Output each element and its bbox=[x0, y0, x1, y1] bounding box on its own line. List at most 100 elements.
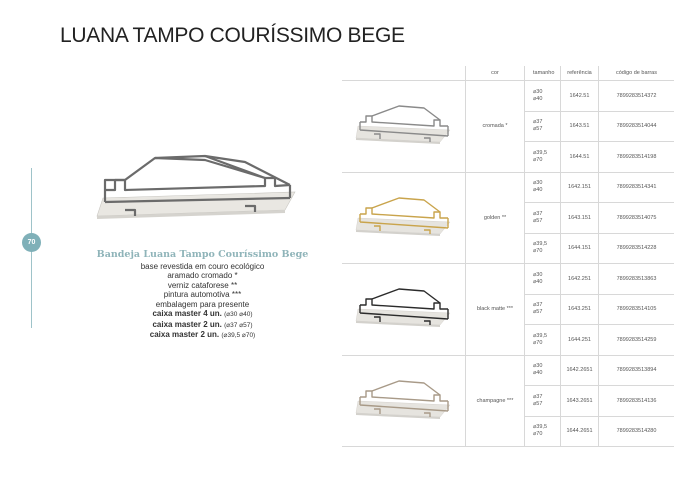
tamanho-value: ⌀30 bbox=[533, 363, 543, 370]
desc-line: pintura automotiva *** bbox=[163, 290, 242, 299]
referencia-cell: 1643.51 bbox=[560, 111, 599, 142]
tamanho-cell: ⌀30⌀40 bbox=[524, 355, 561, 386]
referencia-cell: 1644.2651 bbox=[560, 416, 599, 447]
codigo-cell: 7899283514372 bbox=[598, 80, 674, 112]
cor-cell: champagne *** bbox=[465, 355, 525, 447]
tamanho-value: ⌀57 bbox=[533, 217, 543, 224]
referencia-cell: 1644.51 bbox=[560, 141, 599, 173]
tamanho-value: ⌀57 bbox=[533, 400, 543, 407]
page-number-badge: 70 bbox=[22, 233, 41, 252]
tamanho-value: ⌀30 bbox=[533, 88, 543, 95]
cor-cell: black matte *** bbox=[465, 263, 525, 356]
product-name: Bandeja Luana Tampo Couríssimo Bege bbox=[96, 249, 309, 260]
tamanho-value: ⌀40 bbox=[533, 95, 543, 102]
header-cor: cor bbox=[465, 66, 525, 81]
tamanho-value: ⌀39,5 bbox=[533, 241, 548, 248]
table-header-row: cor tamanho referência código de barras bbox=[342, 66, 674, 81]
header-tamanho: tamanho bbox=[524, 66, 561, 81]
tamanho-value: ⌀40 bbox=[533, 370, 543, 377]
tamanho-value: ⌀30 bbox=[533, 271, 543, 278]
codigo-cell: 7899283514341 bbox=[598, 172, 674, 203]
tamanho-cell: ⌀30⌀40 bbox=[524, 172, 561, 203]
codigo-cell: 7899283514259 bbox=[598, 324, 674, 356]
spec-table: cor tamanho referência código de barras … bbox=[342, 66, 674, 447]
tamanho-value: ⌀57 bbox=[533, 309, 543, 316]
codigo-cell: 7899283514136 bbox=[598, 385, 674, 417]
tamanho-value: ⌀40 bbox=[533, 278, 543, 285]
cor-cell: cromada * bbox=[465, 80, 525, 173]
tamanho-cell: ⌀30⌀40 bbox=[524, 263, 561, 295]
tamanho-value: ⌀37 bbox=[533, 119, 543, 126]
referencia-cell: 1644.151 bbox=[560, 233, 599, 264]
cor-cell: golden ** bbox=[465, 172, 525, 264]
tamanho-value: ⌀70 bbox=[533, 248, 543, 255]
codigo-cell: 7899283514075 bbox=[598, 202, 674, 234]
tamanho-cell: ⌀37⌀57 bbox=[524, 385, 561, 417]
tamanho-value: ⌀39,5 bbox=[533, 149, 548, 156]
tamanho-value: ⌀70 bbox=[533, 431, 543, 438]
desc-line: embalagem para presente bbox=[155, 299, 250, 309]
referencia-cell: 1642.251 bbox=[560, 263, 599, 295]
referencia-cell: 1642.151 bbox=[560, 172, 599, 203]
tray-image bbox=[355, 380, 450, 419]
referencia-cell: 1642.51 bbox=[560, 80, 599, 112]
product-description: Bandeja Luana Tampo Couríssimo Bege base… bbox=[90, 250, 315, 341]
tamanho-value: ⌀39,5 bbox=[533, 332, 548, 339]
tamanho-value: ⌀57 bbox=[533, 126, 543, 133]
tamanho-value: ⌀39,5 bbox=[533, 424, 548, 431]
tamanho-cell: ⌀39,5⌀70 bbox=[524, 324, 561, 356]
tamanho-cell: ⌀39,5⌀70 bbox=[524, 233, 561, 264]
header-referencia: referência bbox=[560, 66, 599, 81]
tamanho-value: ⌀30 bbox=[533, 180, 543, 187]
tamanho-cell: ⌀37⌀57 bbox=[524, 202, 561, 234]
referencia-cell: 1642.2651 bbox=[560, 355, 599, 386]
tamanho-value: ⌀70 bbox=[533, 339, 543, 346]
tamanho-value: ⌀40 bbox=[533, 187, 543, 194]
tray-image bbox=[355, 197, 450, 236]
referencia-cell: 1644.251 bbox=[560, 324, 599, 356]
referencia-cell: 1643.151 bbox=[560, 202, 599, 234]
tamanho-value: ⌀37 bbox=[533, 210, 543, 217]
codigo-cell: 7899283514105 bbox=[598, 294, 674, 325]
codigo-cell: 7899283514198 bbox=[598, 141, 674, 173]
desc-line: base revestida em couro ecológico bbox=[140, 261, 265, 271]
page-title: LUANA TAMPO COURÍSSIMO BEGE bbox=[60, 24, 405, 47]
tamanho-value: ⌀37 bbox=[533, 302, 543, 309]
tray-image bbox=[355, 105, 450, 145]
tamanho-cell: ⌀37⌀57 bbox=[524, 294, 561, 325]
tamanho-value: ⌀70 bbox=[533, 156, 543, 163]
box-line: caixa master 2 un. (⌀37 ⌀57) bbox=[152, 319, 253, 329]
tamanho-cell: ⌀37⌀57 bbox=[524, 111, 561, 142]
desc-line: aramado cromado * bbox=[167, 271, 238, 280]
tray-thumbnail bbox=[342, 355, 466, 447]
tamanho-cell: ⌀30⌀40 bbox=[524, 80, 561, 112]
header-codigo: código de barras bbox=[598, 66, 674, 81]
tray-image bbox=[355, 288, 450, 328]
tray-main-image bbox=[96, 154, 296, 219]
referencia-cell: 1643.2651 bbox=[560, 385, 599, 417]
box-line: caixa master 4 un. (⌀30 ⌀40) bbox=[152, 309, 253, 318]
codigo-cell: 7899283513894 bbox=[598, 355, 674, 386]
tray-thumbnail bbox=[342, 263, 466, 356]
desc-line: verniz cataforese ** bbox=[167, 280, 238, 290]
tamanho-cell: ⌀39,5⌀70 bbox=[524, 141, 561, 173]
box-line: caixa master 2 un. (⌀39,5 ⌀70) bbox=[149, 330, 256, 339]
tamanho-cell: ⌀39,5⌀70 bbox=[524, 416, 561, 447]
tamanho-value: ⌀37 bbox=[533, 393, 543, 400]
codigo-cell: 7899283513863 bbox=[598, 263, 674, 295]
tray-thumbnail bbox=[342, 80, 466, 173]
codigo-cell: 7899283514280 bbox=[598, 416, 674, 447]
tray-thumbnail bbox=[342, 172, 466, 264]
